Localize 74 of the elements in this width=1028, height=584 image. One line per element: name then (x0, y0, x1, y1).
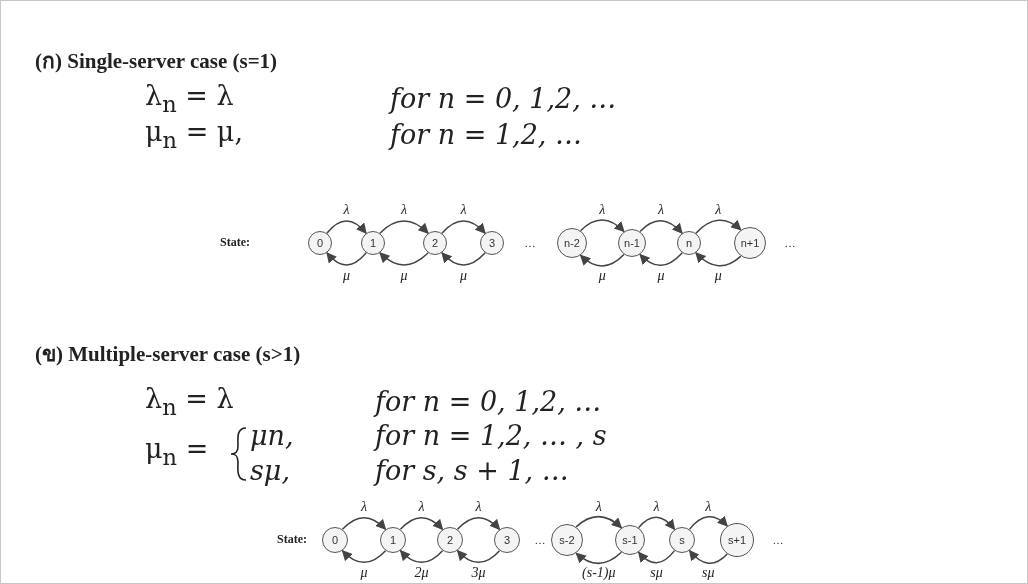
arrow (399, 516, 444, 531)
edge-label: λ (359, 500, 369, 514)
state-circle: 3 (480, 231, 504, 255)
state-circle: n+1 (734, 227, 766, 259)
state-circle: 0 (322, 527, 348, 553)
arrow (326, 220, 367, 234)
edge-label: λ (704, 500, 713, 514)
edge-label: λ (342, 203, 351, 217)
state-circle: 1 (361, 231, 385, 255)
arrow (695, 252, 742, 267)
arrow (579, 253, 625, 267)
arrow (441, 252, 486, 266)
ellipsis: … (534, 533, 546, 547)
arrow (639, 252, 683, 267)
edge-label: λ (652, 500, 661, 514)
edge-label: λ (417, 500, 426, 514)
equation: for n = 0, 1,2, … (375, 387, 602, 417)
arrow (399, 549, 444, 564)
state-circle: 2 (423, 231, 447, 255)
edge-label: λ (459, 203, 468, 217)
equation: λ$_{n}$ = λ (145, 384, 234, 420)
state-label: State: (277, 533, 307, 547)
equation: sμ, (250, 456, 290, 486)
arrow (341, 516, 387, 531)
arrow (688, 549, 728, 564)
arrow (326, 252, 367, 266)
arrow (341, 549, 387, 564)
equation: μ$_{n}$ = μ, (145, 117, 243, 153)
equation: for n = 0, 1,2, … (390, 84, 617, 114)
edge-label: 2μ (413, 566, 430, 580)
state-circle: 2 (437, 527, 463, 553)
state-circle: s (669, 527, 695, 553)
state-circle: 1 (380, 527, 406, 553)
arrow (441, 220, 486, 234)
section-heading: (ก) Single-server case (s=1) (35, 50, 278, 74)
state-circle: 3 (494, 527, 520, 553)
equation: μn, (250, 421, 294, 451)
arrow (688, 515, 728, 531)
arrow (379, 220, 429, 234)
equation: for n = 1,2, … (390, 120, 583, 150)
equation: for s, s + 1, … (375, 456, 569, 486)
equation: for n = 1,2, … , s (375, 421, 607, 451)
arrow (639, 219, 683, 234)
edge-label: 3μ (470, 566, 487, 580)
arrow (575, 551, 623, 565)
section-heading: (ข) Multiple-server case (s>1) (35, 343, 301, 367)
arrow (456, 549, 501, 564)
edge-label: (s-1)μ (581, 566, 617, 580)
state-circle: s+1 (720, 523, 754, 557)
arrow (579, 219, 625, 233)
edge-label: λ (598, 203, 607, 217)
state-circle: n-2 (557, 228, 587, 258)
edge-label: λ (594, 500, 603, 514)
arrow (456, 516, 501, 531)
state-circle: n (677, 231, 701, 255)
arrow (575, 515, 623, 529)
ellipsis: … (772, 533, 784, 547)
state-label: State: (220, 236, 250, 250)
edge-label: λ (657, 203, 666, 217)
state-circle: n-1 (618, 229, 646, 257)
ellipsis: … (524, 236, 536, 250)
arrow (637, 516, 676, 531)
arrow (695, 219, 742, 234)
state-circle: s-2 (551, 524, 583, 556)
arrow (379, 252, 429, 266)
state-circle: 0 (308, 231, 332, 255)
state-circle: s-1 (615, 525, 645, 555)
equation: μ$_{n}$ = (145, 434, 209, 470)
ellipsis: … (784, 236, 796, 250)
arrow (637, 549, 676, 564)
edge-label: λ (474, 500, 483, 514)
equation: λ$_{n}$ = λ (145, 81, 234, 117)
edge-label: λ (714, 203, 723, 217)
edge-label: λ (399, 203, 409, 217)
